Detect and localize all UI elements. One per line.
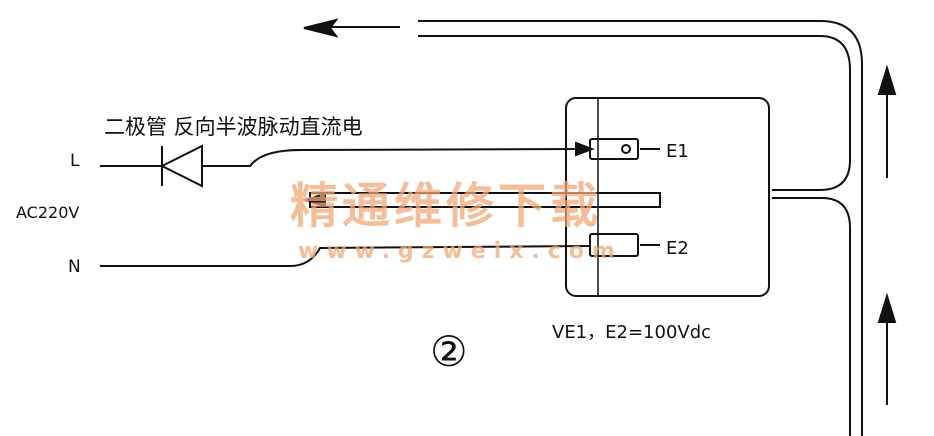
diode-caption: 二极管 反向半波脉动直流电 [104, 115, 363, 139]
right-lower-arrowhead [877, 292, 897, 323]
l-wire-right [202, 148, 583, 167]
label-n: N [68, 257, 81, 277]
l-wire-arrowhead [575, 141, 595, 157]
electrode-e2-body [589, 233, 639, 257]
l-circuit [100, 141, 595, 188]
electrode-e1-terminal [621, 144, 631, 154]
right-lower-bend-line [772, 197, 851, 436]
top-flow-outer-line [330, 20, 863, 436]
n-circuit [100, 245, 591, 267]
flow-channel-arrowhead [304, 192, 326, 208]
label-l: L [70, 151, 80, 171]
voltage-note: VE1，E2=100Vdc [552, 322, 711, 343]
diode-icon [159, 144, 203, 188]
top-flow-arrow [303, 18, 863, 436]
label-e1: E1 [666, 141, 689, 162]
electrode-box-outline [565, 97, 770, 297]
watermark-chinese: 精通维修下载 [290, 178, 602, 234]
label-e2: E2 [666, 238, 689, 259]
top-flow-inner-line [418, 35, 851, 191]
n-wire [100, 245, 591, 267]
top-flow-arrowhead [303, 18, 339, 38]
right-flow-lines [772, 64, 897, 436]
figure-number: ② [430, 327, 468, 376]
watermark-url: www.gzweix.com [298, 239, 623, 264]
label-supply: AC220V [16, 203, 79, 222]
right-upper-arrowhead [877, 64, 897, 95]
